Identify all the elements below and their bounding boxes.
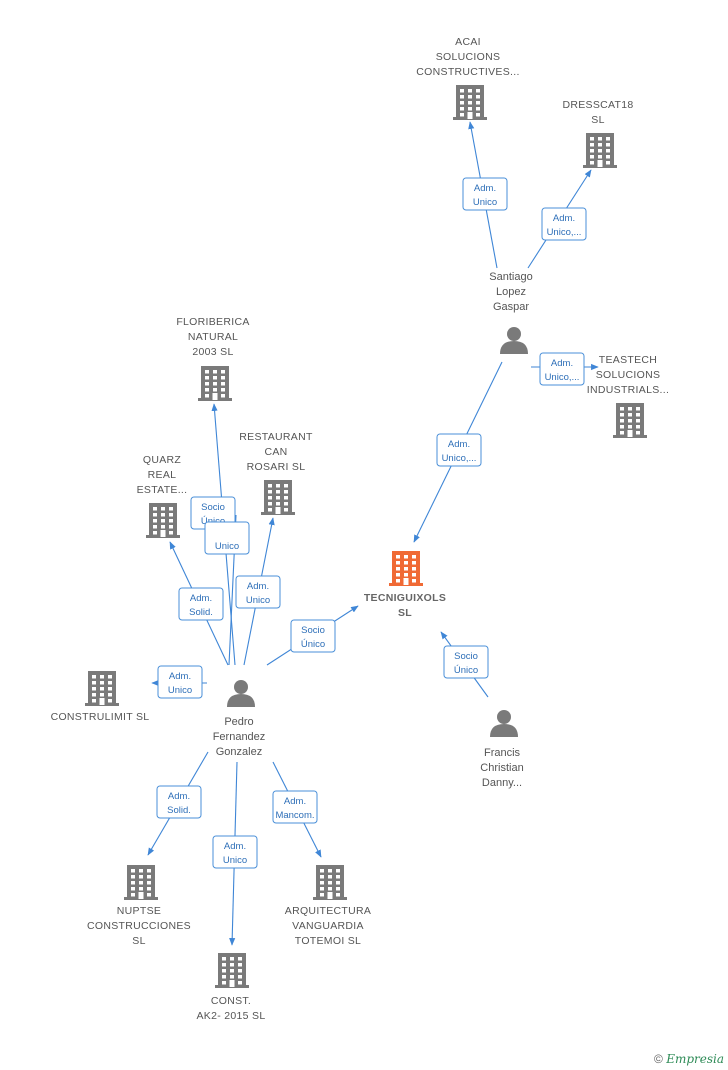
edge-label-text: Mancom. bbox=[275, 810, 314, 821]
node-label-francis[interactable]: Francis bbox=[484, 747, 521, 759]
edge-label-text: Adm. bbox=[169, 671, 191, 682]
edge-label-pedro-restaurant[interactable]: Adm. Unico bbox=[235, 575, 281, 609]
node-label-quarz[interactable]: REAL bbox=[148, 469, 177, 481]
node-label-tecniguixols[interactable]: TECNIGUIXOLS bbox=[364, 592, 446, 604]
edge-label-text: Unico,... bbox=[547, 227, 582, 238]
edge-label-text: Unico bbox=[215, 541, 239, 552]
edge-label-pedro-quarz[interactable]: Adm. Solid. bbox=[178, 587, 224, 621]
building-icon[interactable] bbox=[215, 953, 249, 988]
building-icon[interactable] bbox=[85, 671, 119, 706]
node-label-nuptse[interactable]: NUPTSE bbox=[117, 905, 161, 917]
node-label-dresscat[interactable]: DRESSCAT18 bbox=[562, 99, 633, 111]
building-icon[interactable] bbox=[313, 865, 347, 900]
edge-label-text: Adm. bbox=[553, 213, 575, 224]
node-label-restaurant[interactable]: CAN bbox=[264, 446, 287, 458]
edge-label-santiago-teastech[interactable]: Adm. Unico,... bbox=[539, 352, 585, 386]
edge-label-text: Unico bbox=[473, 197, 497, 208]
node-label-nuptse[interactable]: CONSTRUCCIONES bbox=[87, 920, 191, 932]
edge-label-pedro-const[interactable]: Adm. Unico bbox=[212, 835, 258, 869]
node-label-arquitectura[interactable]: ARQUITECTURA bbox=[285, 905, 371, 917]
building-icon[interactable] bbox=[261, 480, 295, 515]
node-label-teastech[interactable]: SOLUCIONS bbox=[596, 369, 661, 381]
edge-label-text: Adm. bbox=[168, 791, 190, 802]
node-label-santiago[interactable]: Gaspar bbox=[493, 301, 529, 313]
node-label-floriberica[interactable]: 2003 SL bbox=[192, 346, 233, 358]
building-icon[interactable] bbox=[453, 85, 487, 120]
edge-label-text: Adm. bbox=[190, 593, 212, 604]
node-label-arquitectura[interactable]: VANGUARDIA bbox=[292, 920, 364, 932]
building-icon[interactable] bbox=[124, 865, 158, 900]
edge-label-pedro-arquitectura[interactable]: Adm. Mancom. bbox=[272, 790, 318, 824]
edge-label-text: Unico,... bbox=[442, 453, 477, 464]
node-label-nuptse[interactable]: SL bbox=[132, 935, 145, 947]
copyright-symbol: © bbox=[654, 1052, 663, 1066]
edge-label-text: Unico bbox=[223, 855, 247, 866]
brand-name: Empresia bbox=[666, 1052, 724, 1066]
edge-label-pedro-nuptse[interactable]: Adm. Solid. bbox=[156, 785, 202, 819]
edge-label-text: Adm. bbox=[247, 581, 269, 592]
edge-label-pedro-construlimit[interactable]: Adm. Unico bbox=[157, 665, 203, 699]
node-label-acai[interactable]: ACAI bbox=[455, 36, 481, 48]
building-icon[interactable] bbox=[583, 133, 617, 168]
footer-brand: © Empresia bbox=[654, 1052, 724, 1066]
edge-label-text: Adm. bbox=[551, 358, 573, 369]
node-label-const[interactable]: AK2- 2015 SL bbox=[197, 1010, 266, 1022]
edge-label-text: Adm. bbox=[224, 841, 246, 852]
edge-labels-layer: Adm.UnicoAdm.Unico,...Adm.Unico,...Adm.U… bbox=[156, 177, 587, 869]
node-label-restaurant[interactable]: RESTAURANT bbox=[239, 431, 313, 443]
node-label-pedro[interactable]: Fernandez bbox=[213, 731, 266, 743]
node-label-santiago[interactable]: Lopez bbox=[496, 286, 526, 298]
node-label-arquitectura[interactable]: TOTEMOI SL bbox=[295, 935, 361, 947]
edge-label-santiago-acai[interactable]: Adm. Unico bbox=[462, 177, 508, 211]
building-icon[interactable] bbox=[198, 366, 232, 401]
node-label-tecniguixols[interactable]: SL bbox=[398, 607, 412, 619]
node-label-const[interactable]: CONST. bbox=[211, 995, 251, 1007]
node-label-santiago[interactable]: Santiago bbox=[489, 271, 532, 283]
node-label-francis[interactable]: Christian bbox=[480, 762, 523, 774]
person-icon[interactable] bbox=[500, 327, 528, 354]
edge-label-text: Solid. bbox=[167, 805, 191, 816]
edge-label-text: Unico bbox=[246, 595, 270, 606]
edge-label-text: Solid. bbox=[189, 607, 213, 618]
person-icon[interactable] bbox=[490, 710, 518, 737]
node-label-quarz[interactable]: ESTATE... bbox=[137, 484, 188, 496]
edge-label-santiago-tecniguixols[interactable]: Adm. Unico,... bbox=[436, 433, 482, 467]
edge-label-text: Adm. bbox=[474, 183, 496, 194]
building-icon[interactable] bbox=[146, 503, 180, 538]
edge-label-text: Adm. bbox=[448, 439, 470, 450]
edge-label-santiago-dresscat[interactable]: Adm. Unico,... bbox=[541, 207, 587, 241]
node-label-francis[interactable]: Danny... bbox=[482, 777, 522, 789]
node-label-acai[interactable]: CONSTRUCTIVES... bbox=[416, 66, 519, 78]
node-label-teastech[interactable]: TEASTECH bbox=[599, 354, 657, 366]
edge-label-text: Único bbox=[301, 639, 325, 650]
edge-label-text: Único bbox=[454, 665, 478, 676]
edge-label-text: Unico,... bbox=[545, 372, 580, 383]
edge-label-text: Socio bbox=[201, 502, 225, 513]
node-label-teastech[interactable]: INDUSTRIALS... bbox=[587, 384, 669, 396]
edge-label-text: Socio bbox=[301, 625, 325, 636]
node-label-dresscat[interactable]: SL bbox=[591, 114, 604, 126]
edge-label-text: Socio bbox=[454, 651, 478, 662]
person-icon[interactable] bbox=[227, 680, 255, 707]
nodes-layer: ACAISOLUCIONSCONSTRUCTIVES...DRESSCAT18S… bbox=[51, 36, 669, 1022]
node-label-construlimit[interactable]: CONSTRULIMIT SL bbox=[51, 711, 150, 723]
node-label-restaurant[interactable]: ROSARI SL bbox=[247, 461, 306, 473]
focus-building-icon[interactable] bbox=[389, 551, 423, 586]
edge-label-pedro-floriberica[interactable]: Unico bbox=[204, 521, 250, 555]
node-label-pedro[interactable]: Pedro bbox=[224, 716, 253, 728]
node-label-quarz[interactable]: QUARZ bbox=[143, 454, 182, 466]
node-label-acai[interactable]: SOLUCIONS bbox=[436, 51, 501, 63]
edge-label-text: Unico bbox=[168, 685, 192, 696]
building-icon[interactable] bbox=[613, 403, 647, 438]
node-label-pedro[interactable]: Gonzalez bbox=[216, 746, 262, 758]
node-label-floriberica[interactable]: NATURAL bbox=[188, 331, 238, 343]
node-label-floriberica[interactable]: FLORIBERICA bbox=[176, 316, 249, 328]
edge-label-text: Adm. bbox=[284, 796, 306, 807]
